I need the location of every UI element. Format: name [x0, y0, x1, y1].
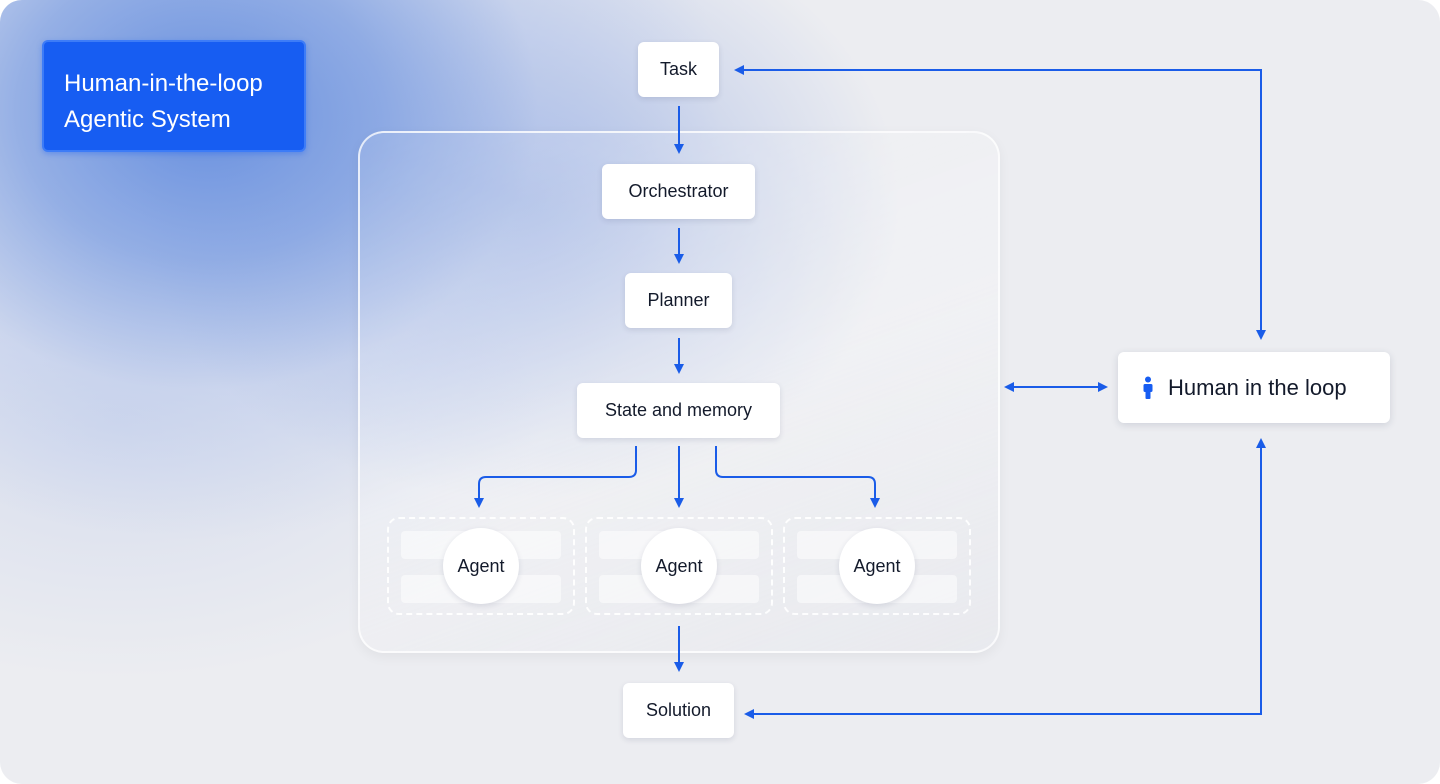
arrow-human-solution: [744, 438, 1266, 719]
arrow-state-agent-1: [474, 446, 637, 508]
arrow-state-agent-3: [715, 446, 880, 508]
planner-node: Planner: [625, 273, 732, 328]
human-in-the-loop-node: Human in the loop: [1118, 352, 1390, 423]
agent-node-3: Agent: [839, 528, 915, 604]
agent-group-1: Agent: [387, 517, 575, 615]
agent-group-3: Agent: [783, 517, 971, 615]
arrow-human-task: [734, 65, 1266, 340]
person-icon: [1143, 376, 1153, 399]
solution-node: Solution: [623, 683, 734, 738]
diagram-title: Human-in-the-loop Agentic System: [42, 40, 306, 152]
agent-group-2: Agent: [585, 517, 773, 615]
agent-node-1: Agent: [443, 528, 519, 604]
human-label: Human in the loop: [1168, 374, 1347, 400]
task-node: Task: [638, 42, 719, 97]
title-line-2: Agentic System: [64, 106, 231, 133]
title-line-1: Human-in-the-loop: [64, 70, 263, 97]
agent-node-2: Agent: [641, 528, 717, 604]
orchestrator-node: Orchestrator: [602, 164, 755, 219]
state-memory-node: State and memory: [577, 383, 780, 438]
